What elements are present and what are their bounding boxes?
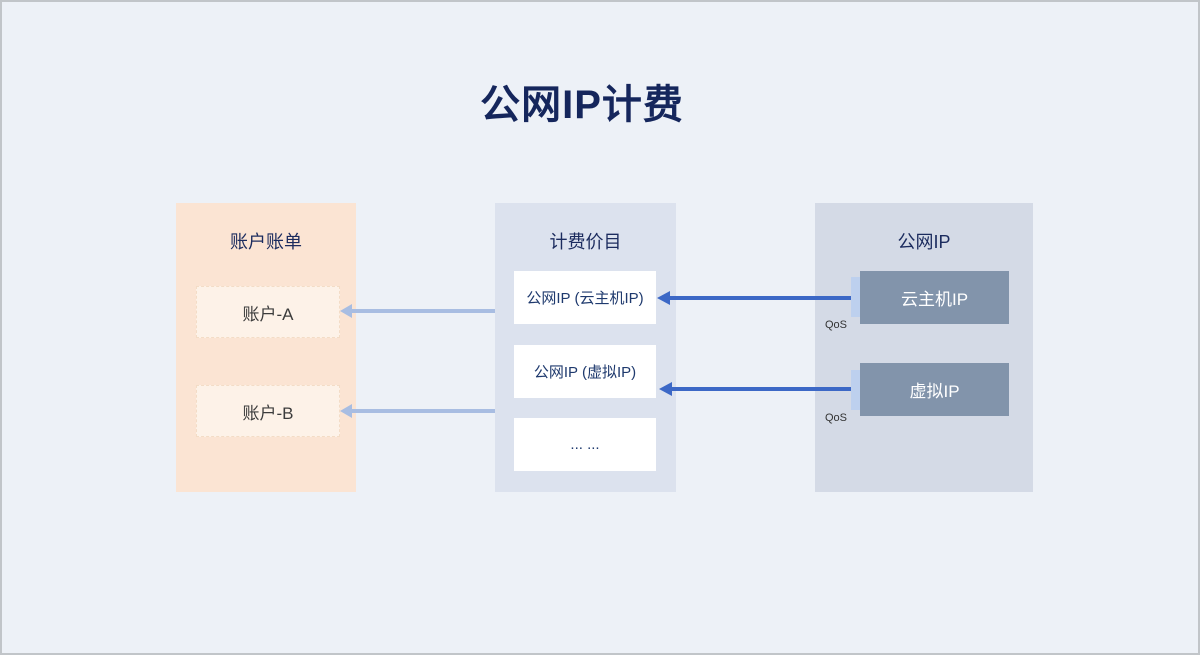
public-ip-panel-header: 公网IP [897, 232, 951, 252]
virtual-ip-node: 虚拟IP [860, 363, 1009, 416]
public-ip-panel: 公网IP 云主机IP QoS 虚拟IP QoS [815, 203, 1033, 492]
pricing-node-virtual-ip: 公网IP (虚拟IP) [514, 345, 656, 398]
qos-tab-cloud-host [851, 277, 860, 317]
qos-label-cloud-host: QoS [825, 319, 848, 331]
accounts-panel: 账户账单 账户-A 账户-B [176, 203, 356, 492]
pricing-panel: 计费价目 公网IP (云主机IP) 公网IP (虚拟IP) ... ... [495, 203, 676, 492]
qos-tab-virtual [851, 370, 860, 410]
accounts-panel-header: 账户账单 [230, 232, 302, 252]
pricing-node-cloud-host-ip: 公网IP (云主机IP) [514, 271, 656, 324]
diagram-title: 公网IP计费 [480, 83, 684, 127]
pricing-panel-header: 计费价目 [549, 232, 622, 252]
account-a-node: 账户-A [196, 286, 340, 338]
cloud-host-ip-node: 云主机IP [860, 271, 1009, 324]
account-b-node: 账户-B [196, 385, 340, 437]
qos-label-virtual: QoS [825, 412, 848, 424]
pricing-node-ellipsis: ... ... [514, 418, 656, 471]
